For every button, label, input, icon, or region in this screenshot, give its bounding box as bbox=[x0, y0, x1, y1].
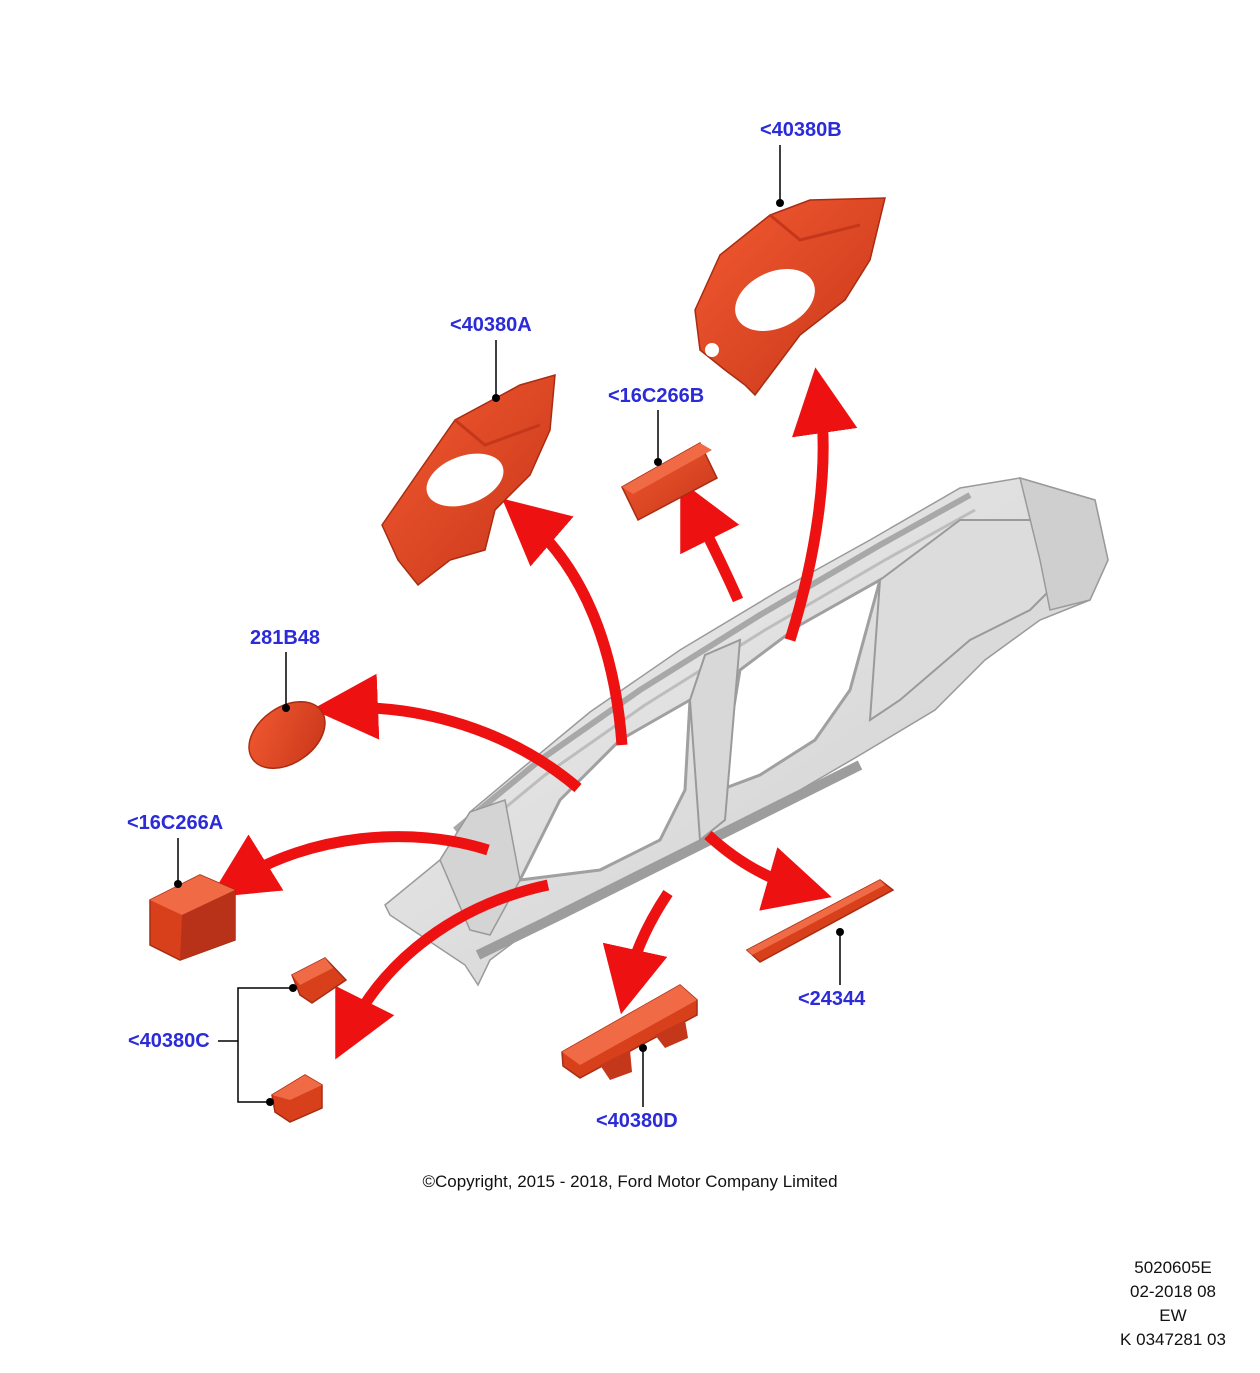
illustration-ref: K 0347281 03 bbox=[1120, 1330, 1226, 1349]
callout-281B48[interactable]: 281B48 bbox=[250, 627, 321, 649]
part-40380C-lower bbox=[271, 1074, 323, 1123]
arrow-to-40380C bbox=[335, 879, 550, 1060]
callout-16C266B[interactable]: <16C266B bbox=[608, 385, 705, 407]
part-16C266B bbox=[621, 441, 718, 522]
part-40380C-upper bbox=[291, 957, 348, 1004]
callout-40380C[interactable]: <40380C bbox=[128, 1030, 210, 1052]
body-side-shell bbox=[384, 476, 1109, 987]
red-arrows bbox=[210, 367, 858, 1060]
arrow-to-40380A bbox=[502, 498, 628, 746]
arrow-to-16C266A bbox=[210, 831, 490, 898]
callout-16C266A[interactable]: <16C266A bbox=[127, 812, 224, 834]
illustration-region: EW bbox=[1159, 1306, 1187, 1325]
copyright-notice: ©Copyright, 2015 - 2018, Ford Motor Comp… bbox=[422, 1172, 838, 1191]
arrow-to-40380D bbox=[602, 889, 673, 1015]
callout-24344[interactable]: <24344 bbox=[798, 988, 866, 1010]
arrow-to-24344 bbox=[704, 830, 832, 911]
callout-40380D[interactable]: <40380D bbox=[596, 1110, 678, 1132]
part-40380B bbox=[694, 197, 886, 397]
illustration-code: 5020605E bbox=[1134, 1258, 1212, 1277]
reference-block: 5020605E 02-2018 08 EW K 0347281 03 bbox=[1108, 1256, 1238, 1352]
illustration-date: 02-2018 08 bbox=[1129, 1282, 1217, 1301]
part-16C266A bbox=[149, 874, 236, 961]
part-24344 bbox=[745, 879, 895, 963]
arrow-to-40380B bbox=[784, 367, 858, 642]
arrow-to-16C266B bbox=[680, 480, 744, 603]
part-281B48 bbox=[248, 700, 326, 770]
arrow-to-281B48 bbox=[312, 673, 582, 793]
callout-40380B[interactable]: <40380B bbox=[760, 119, 842, 141]
part-40380D bbox=[561, 984, 698, 1080]
part-40380A bbox=[381, 373, 556, 587]
leader-lines bbox=[177, 145, 841, 1107]
leader-dots bbox=[174, 199, 844, 1106]
callout-40380A[interactable]: <40380A bbox=[450, 314, 532, 336]
